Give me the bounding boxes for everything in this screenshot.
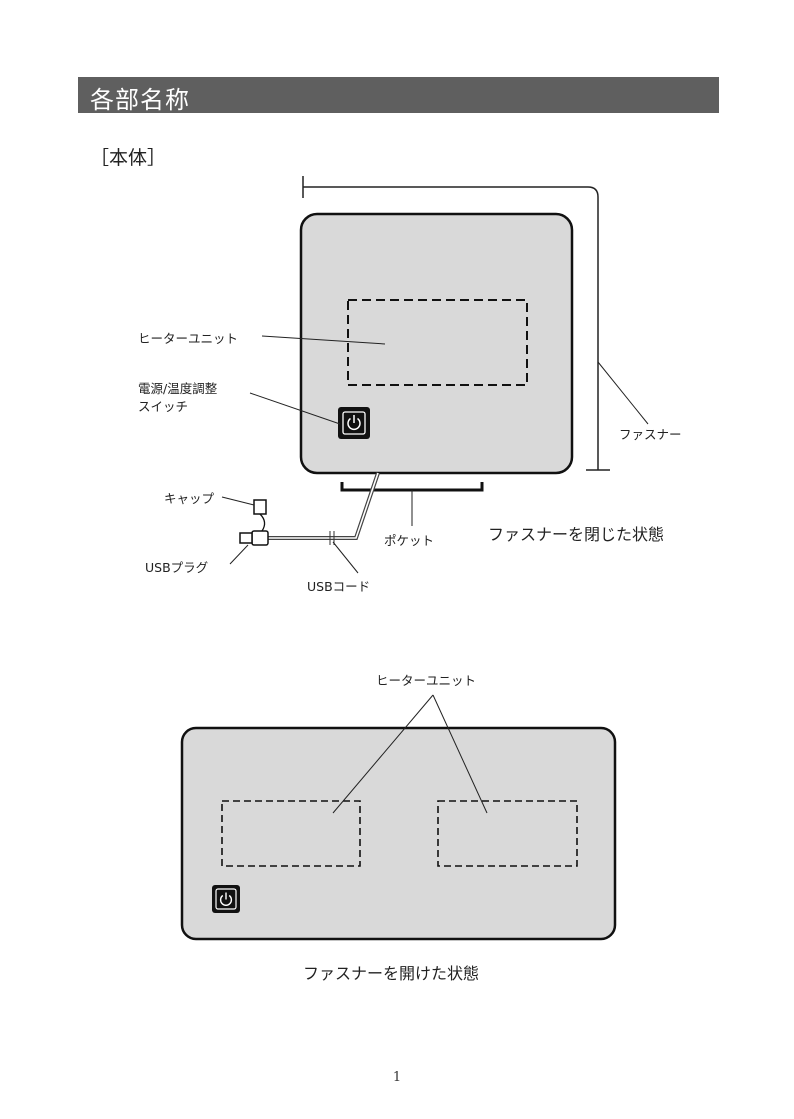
- label-heater-unit: ヒーターユニット: [138, 328, 238, 347]
- label-power-switch-line2: スイッチ: [138, 396, 188, 415]
- label-cap: キャップ: [164, 488, 214, 507]
- label-pocket: ポケット: [384, 530, 434, 549]
- label-fastener: ファスナー: [619, 424, 682, 443]
- usb-cord: [268, 473, 378, 538]
- power-button-closed: [338, 407, 370, 439]
- label-heater-unit-open: ヒーターユニット: [376, 670, 476, 689]
- caption-open-state: ファスナーを開けた状態: [303, 960, 479, 984]
- power-button-open: [212, 885, 240, 913]
- closed-state-diagram: [222, 176, 648, 573]
- label-usb-plug: USBプラグ: [145, 557, 208, 576]
- open-state-diagram: [182, 695, 615, 939]
- page-number: 1: [0, 1070, 794, 1085]
- usb-plug: [240, 531, 268, 545]
- body-panel-open: [182, 728, 615, 939]
- caption-closed-state: ファスナーを閉じた状態: [488, 521, 664, 545]
- pocket: [342, 482, 482, 490]
- usb-cap: [254, 500, 266, 531]
- label-power-switch-line1: 電源/温度調整: [138, 378, 217, 397]
- label-usb-cord: USBコード: [307, 576, 370, 595]
